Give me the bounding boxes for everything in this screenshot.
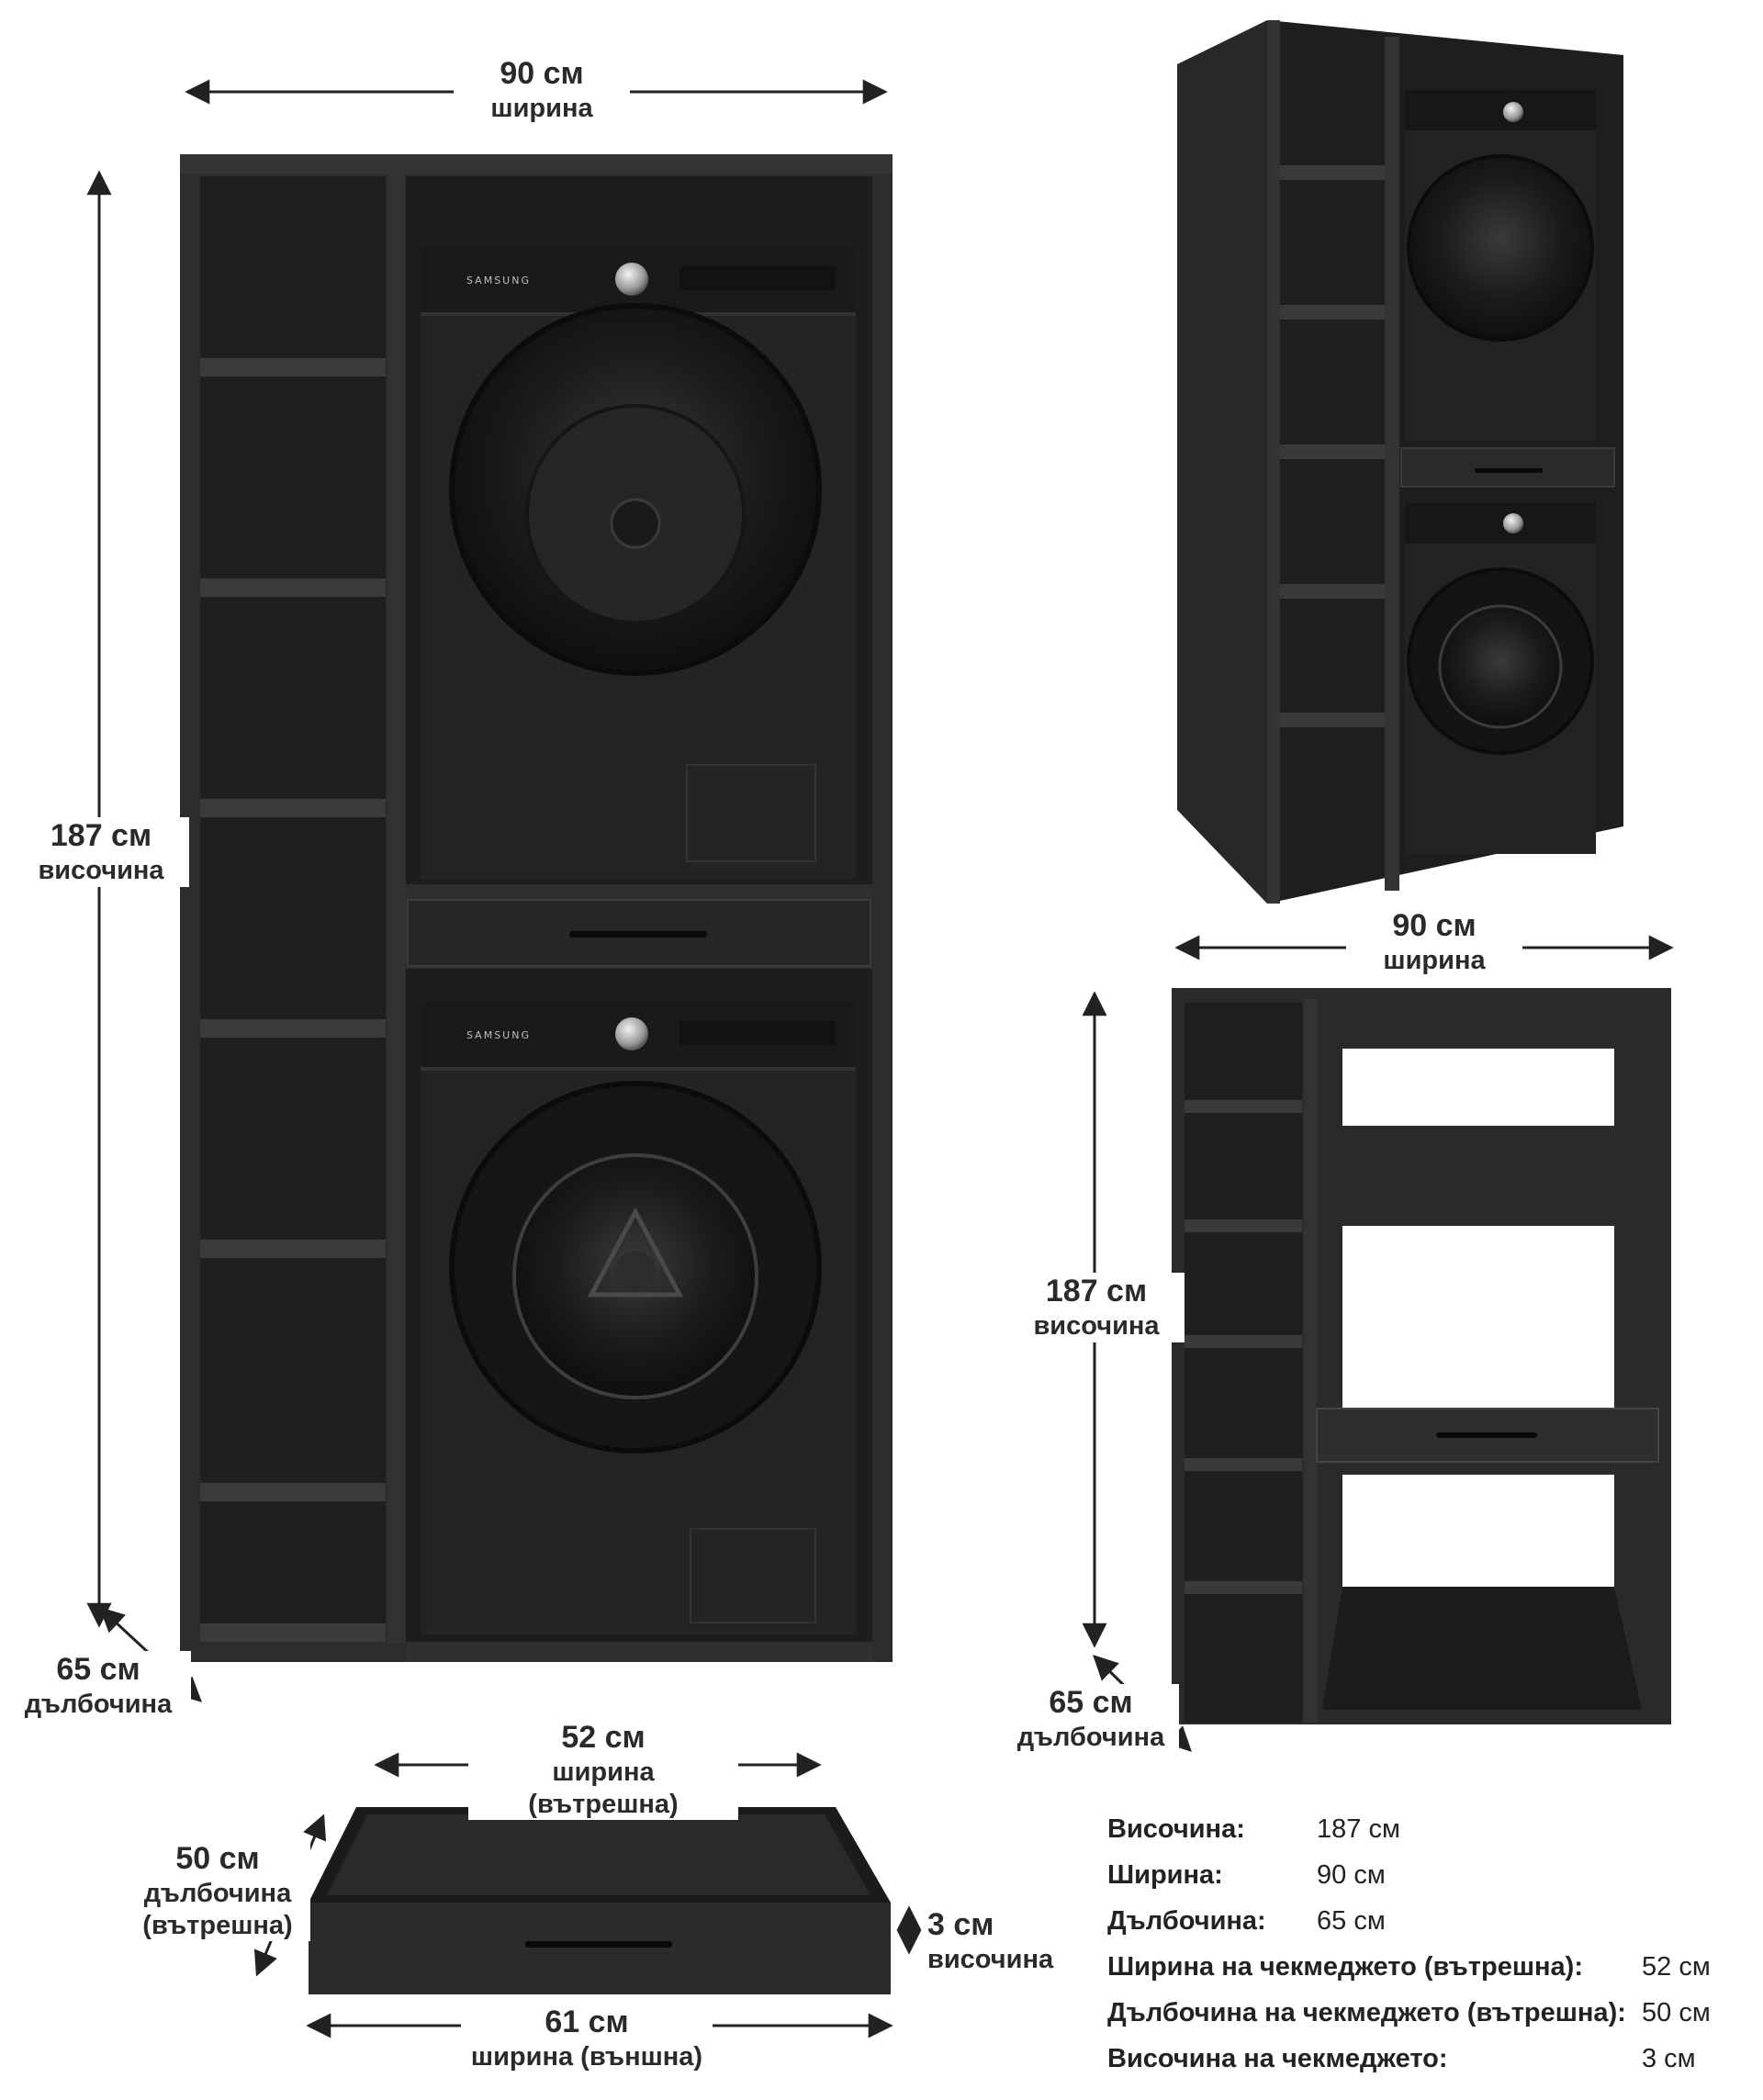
main-width-label: 90 см ширина [454,55,630,125]
spec-row-depth: Дълбочина: 65 см [1107,1906,1386,1936]
drawer-inner-width-label: 52 см ширина (вътрешна) [468,1719,738,1821]
dryer-appliance: SAMSUNG [421,246,856,880]
washer-dial-knob [615,1017,648,1050]
perspective-shelves [1280,165,1385,727]
drawer-inner-depth-label: 50 см дълбочина (вътрешна) [125,1840,310,1942]
empty-depth-label: 65 см дълбочина [1003,1684,1179,1754]
spec-row-drawer-width: Ширина на чекмеджето (вътрешна): 52 см [1107,1952,1711,1982]
spec-row-width: Ширина: 90 см [1107,1860,1386,1890]
main-height-label: 187 см височина [13,817,189,887]
spec-table: Височина: 187 см Ширина: 90 см Дълбочина… [1107,1807,1741,2083]
dryer-dial-knob [615,263,648,296]
drawer-outer-width-label: 61 см ширина (външна) [461,2004,713,2073]
empty-cabinet-shelves [1185,1100,1302,1594]
empty-cabinet [1172,988,1671,1724]
empty-cabinet-opening-bottom [1342,1475,1614,1587]
drawer-box [309,1807,891,1994]
perspective-cabinet [1177,20,1623,904]
main-drawer-handle [569,931,707,938]
drawer-height-label: 3 см височина [922,1906,1071,1976]
washer-appliance: SAMSUNG [421,1001,856,1634]
empty-width-label: 90 см ширина [1346,907,1522,977]
dryer-filter-panel [686,764,816,862]
dryer-brand-text: SAMSUNG [466,275,531,286]
main-depth-label: 65 см дълбочина [6,1651,191,1721]
spec-row-height: Височина: 187 см [1107,1814,1400,1844]
drawer-handle [525,1941,672,1948]
washer-brand-text: SAMSUNG [466,1029,531,1041]
main-shelves [200,358,386,1642]
empty-height-label: 187 см височина [1008,1273,1185,1342]
empty-cabinet-opening-middle [1342,1226,1614,1408]
washer-filter-panel [690,1528,816,1623]
empty-cabinet-opening-top [1342,1049,1614,1126]
spec-row-drawer-depth: Дълбочина на чекмеджето (вътрешна): 50 с… [1107,1998,1711,2027]
spec-row-drawer-height: Височина на чекмеджето: 3 см [1107,2044,1696,2073]
